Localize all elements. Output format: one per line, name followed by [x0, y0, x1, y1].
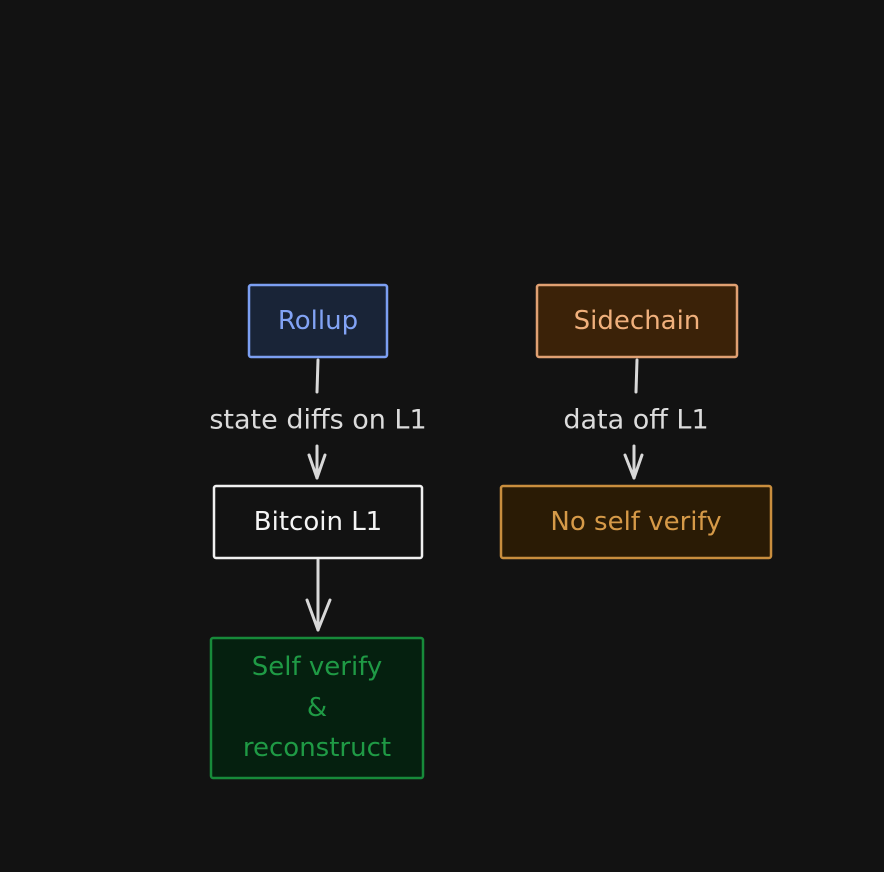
node-rollup: Rollup [247, 283, 389, 359]
node-no-self-verify-label: No self verify [550, 507, 721, 537]
edge-label-data-off-l1: data off L1 [563, 405, 708, 436]
node-bitcoin-l1-label: Bitcoin L1 [254, 507, 382, 537]
node-self-verify-line-2: & [307, 693, 327, 723]
node-sidechain: Sidechain [535, 283, 739, 359]
node-bitcoin-l1: Bitcoin L1 [212, 484, 424, 560]
node-self-verify-line-1: Self verify [252, 652, 383, 682]
edge-label-state-diffs: state diffs on L1 [209, 405, 426, 436]
edge-rollup-to-bitcoin-l1 [307, 358, 327, 480]
edge-sidechain-to-no-self-verify [623, 358, 644, 480]
edge-bitcoin-l1-to-self-verify [305, 558, 332, 632]
node-self-verify-line-3: reconstruct [243, 733, 391, 763]
node-self-verify: Self verify & reconstruct [209, 636, 425, 780]
node-no-self-verify: No self verify [499, 484, 773, 560]
node-rollup-box [247, 283, 389, 359]
node-sidechain-label: Sidechain [574, 306, 701, 336]
node-bitcoin-l1-box [212, 484, 424, 560]
node-self-verify-box [209, 636, 425, 780]
node-rollup-label: Rollup [278, 306, 358, 336]
node-no-self-verify-box [499, 484, 773, 560]
node-sidechain-box [535, 283, 739, 359]
